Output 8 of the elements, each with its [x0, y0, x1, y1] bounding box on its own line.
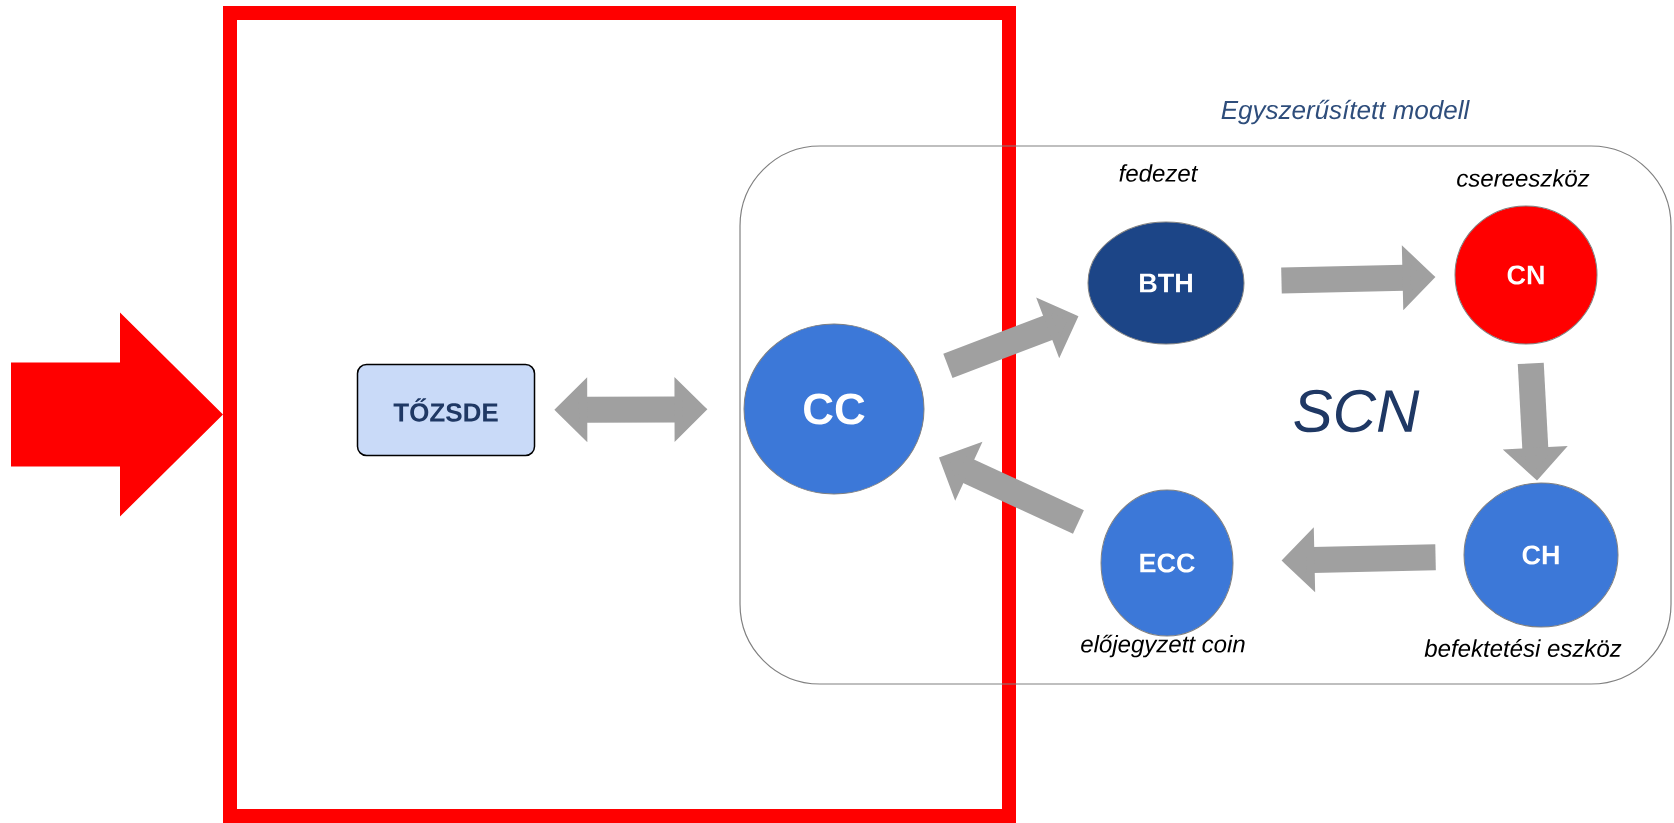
- node-caption: fedezet: [1119, 164, 1199, 182]
- process-box: TŐZSDE: [356, 363, 536, 457]
- node-caption: csereeszköz: [1457, 169, 1590, 187]
- frame: [223, 6, 1016, 823]
- node-caption: előjegyzett coin: [1081, 634, 1245, 658]
- panel-title: Egyszerűsített modell: [1221, 99, 1470, 125]
- node-caption: befektetési eszköz: [1424, 639, 1622, 657]
- arrow: [11, 312, 223, 517]
